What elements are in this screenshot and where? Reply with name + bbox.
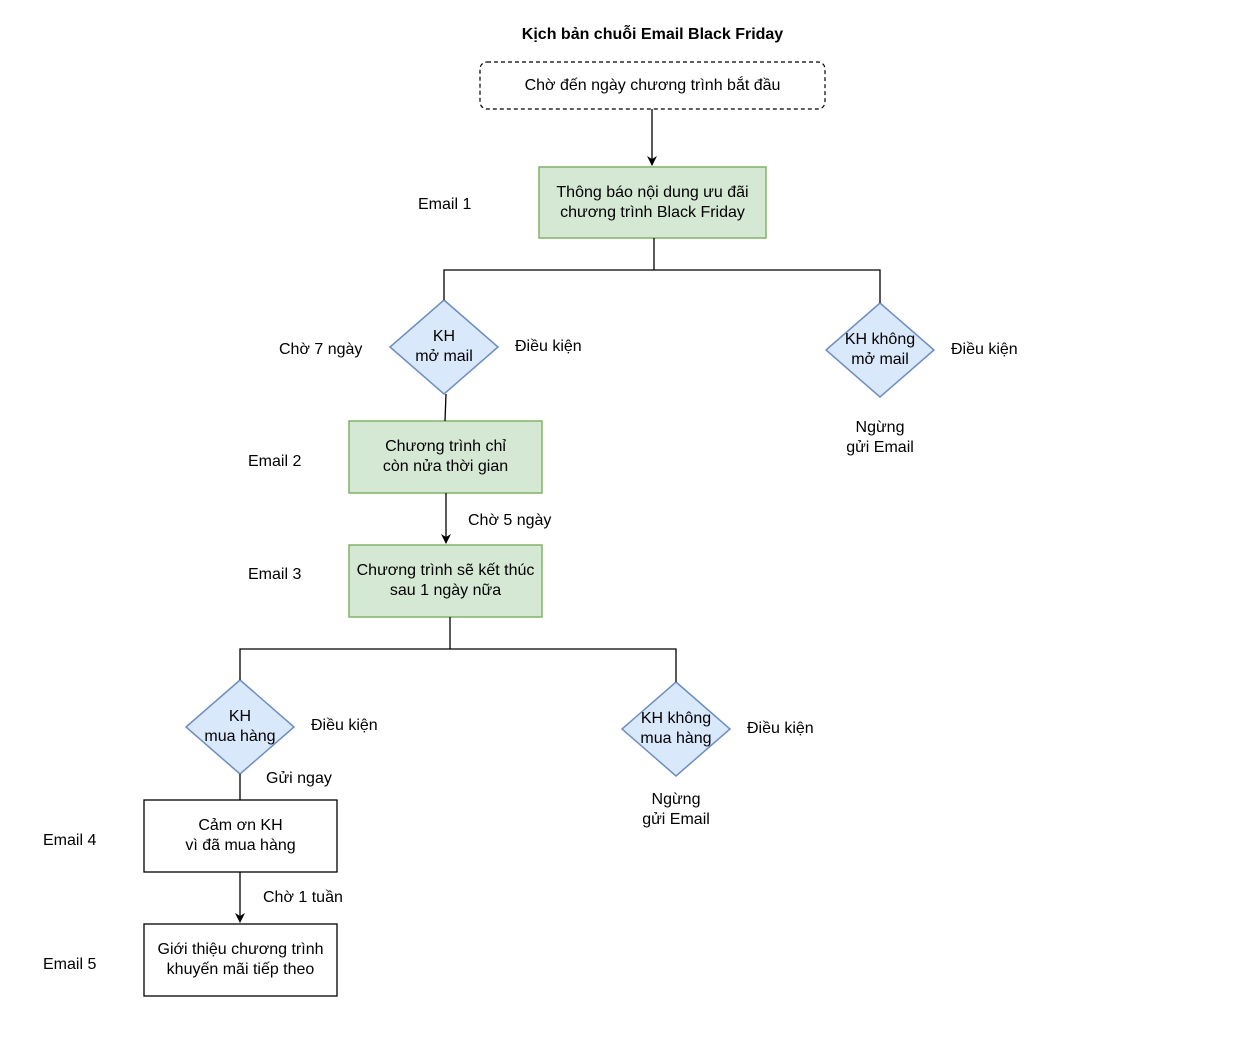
edge-split-buy xyxy=(239,648,677,682)
edge-split-open xyxy=(443,269,881,303)
email4-label: Email 4 xyxy=(43,832,97,849)
cond-open-text: KH mở mail xyxy=(415,328,473,365)
email4-node-text: Cảm ơn KH vì đã mua hàng xyxy=(185,817,296,854)
cond-not-buy-diamond xyxy=(620,681,732,777)
condition-label: Điều kiện xyxy=(311,717,378,734)
email3-node-text: Chương trình sẽ kết thúc sau 1 ngày nữa xyxy=(356,562,535,599)
condition-label: Điều kiện xyxy=(747,720,814,737)
email3-node xyxy=(348,544,543,618)
email5-node-text: Giới thiệu chương trình khuyến mãi tiếp … xyxy=(157,941,324,978)
stop-sending-text: Ngừng gửi Email xyxy=(642,791,710,828)
wait-7-days-label: Chờ 7 ngày xyxy=(279,341,363,358)
stop-sending-text: Ngừng gửi Email xyxy=(846,419,914,456)
condition-label: Điều kiện xyxy=(515,338,582,355)
email2-node-text: Chương trình chỉ còn nửa thời gian xyxy=(382,438,509,475)
email1-label: Email 1 xyxy=(418,196,472,213)
cond-buy-text: KH mua hàng xyxy=(204,708,276,745)
email1-node-text: Thông báo nội dung ưu đãi chương trình B… xyxy=(556,183,749,221)
cond-not-open-text: KH không mở mail xyxy=(844,331,916,368)
cond-not-open-diamond xyxy=(824,302,936,398)
edge-open-email2 xyxy=(444,393,447,422)
email5-label: Email 5 xyxy=(43,956,97,973)
email2-label: Email 2 xyxy=(248,453,302,470)
diagram-title: Kịch bản chuỗi Email Black Friday xyxy=(521,26,784,43)
start-node-text: Chờ đến ngày chương trình bắt đầu xyxy=(524,76,781,94)
cond-not-buy-text: KH không mua hàng xyxy=(640,710,712,747)
cond-open-diamond xyxy=(388,299,500,395)
start-node xyxy=(479,61,826,110)
wait-5-days-label: Chờ 5 ngày xyxy=(468,512,552,529)
email3-label: Email 3 xyxy=(248,566,302,583)
condition-label: Điều kiện xyxy=(951,341,1018,358)
email1-node xyxy=(538,166,767,239)
wait-1-week-label: Chờ 1 tuần xyxy=(263,889,343,906)
email2-node xyxy=(348,420,543,494)
send-now-label: Gửi ngay xyxy=(266,770,332,787)
email5-node xyxy=(143,923,338,997)
